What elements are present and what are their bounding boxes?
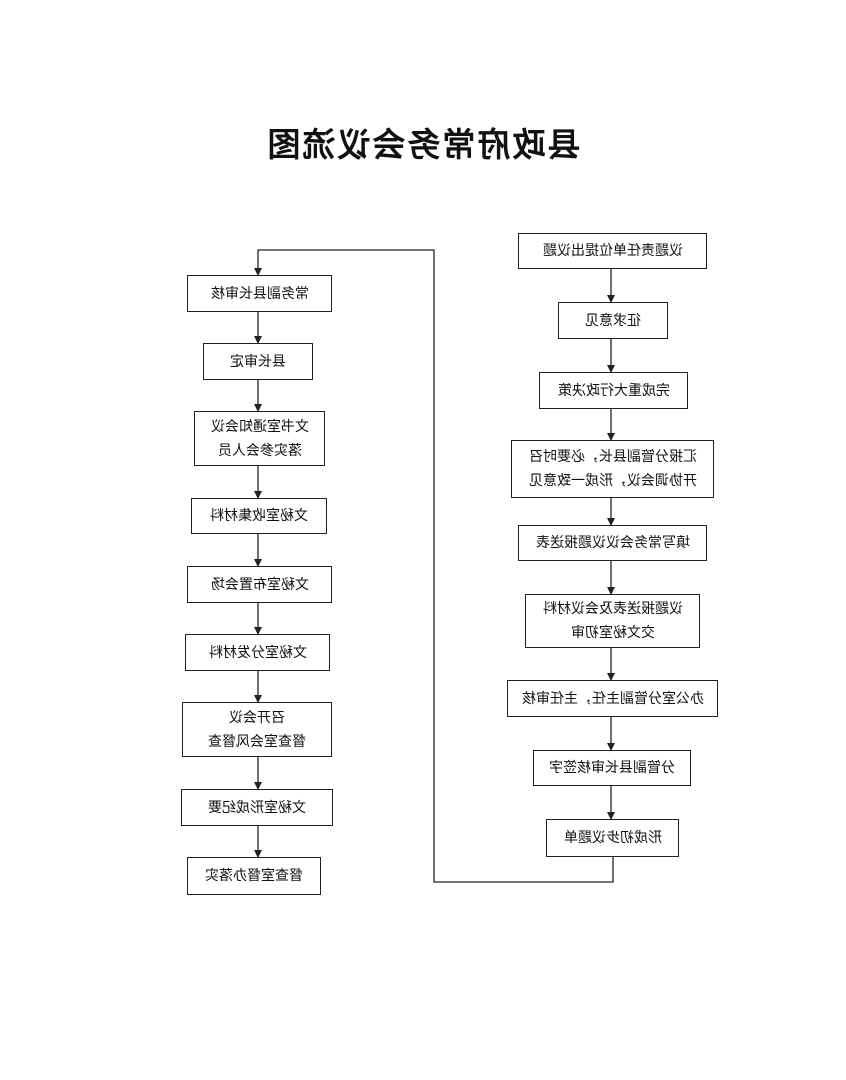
- step-l4-collect-materials: 文秘室收集材料: [191, 498, 327, 534]
- step-r6-submit-materials: 议题报送表及会议材料 交文秘室初审: [525, 594, 700, 648]
- step-r4-report-coordinate: 汇报分管副县长，必要时召 开协调会议，形成一致意见: [511, 440, 714, 498]
- step-r3-major-decision: 完成重大行政决策: [539, 372, 688, 409]
- step-r5-fill-form: 填写常务会议议题报送表: [518, 525, 707, 561]
- step-l8-draft-minutes: 文秘室形成纪要: [181, 789, 333, 826]
- step-l3-notify-attendees: 文书室通知会议 落实参会人员: [194, 411, 325, 466]
- step-r9-preliminary-list: 形成初步议题单: [546, 819, 679, 857]
- step-r2-solicit-opinions: 征求意见: [558, 302, 668, 339]
- step-l7-hold-meeting: 召开会议 督查室会风督查: [182, 702, 332, 757]
- step-l5-arrange-venue: 文秘室布置会场: [187, 566, 332, 603]
- step-l9-supervise-implementation: 督查室督办落实: [187, 857, 321, 895]
- arrow-r9-l1: [254, 249, 614, 883]
- step-r7-office-review: 办公室分管副主任，主任审核: [507, 680, 718, 717]
- step-r1-propose-topic: 议题责任单位提出议题: [518, 233, 707, 269]
- step-l6-distribute-materials: 文秘室分发材料: [185, 634, 330, 671]
- step-r8-deputy-sign: 分管副县长审核签字: [533, 750, 691, 786]
- step-l1-executive-review: 常务副县长审核: [187, 275, 332, 312]
- step-l2-county-approval: 县长审定: [203, 343, 313, 380]
